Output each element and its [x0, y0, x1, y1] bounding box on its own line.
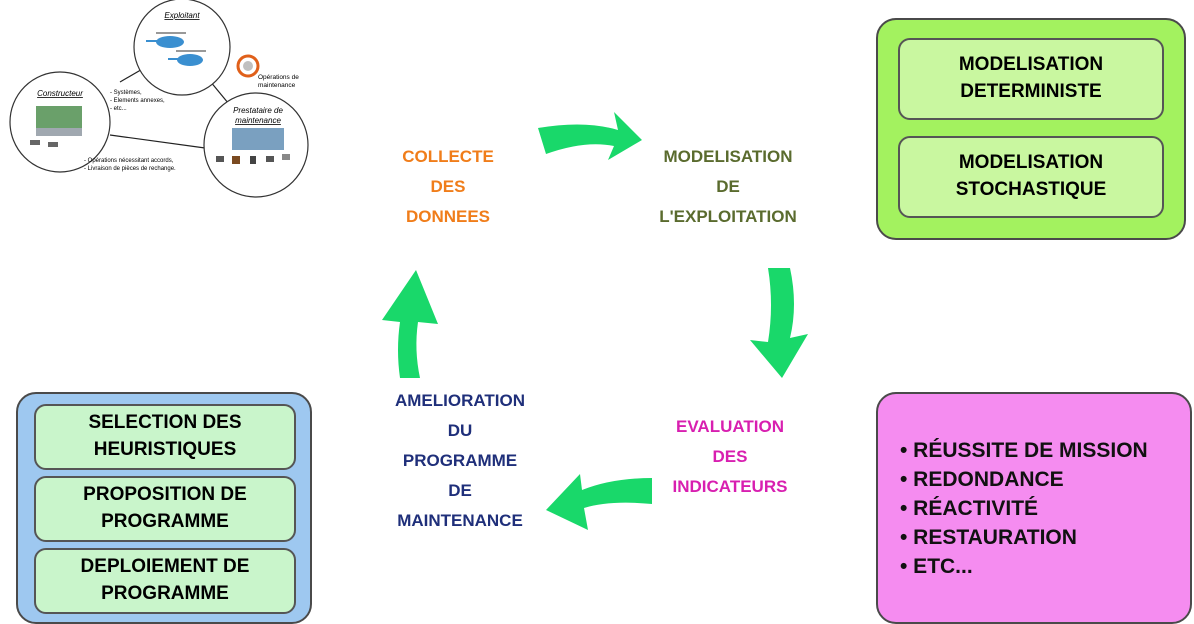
stage-modelisation-line2: DE [716, 177, 740, 196]
indicators-list: • RÉUSSITE DE MISSION • REDONDANCE • RÉA… [900, 436, 1148, 581]
stage-collecte-line2: DES [430, 177, 466, 196]
indicator-item: • RÉACTIVITÉ [900, 497, 1039, 520]
modelisation-stochastique-box: MODELISATION STOCHASTIQUE [898, 136, 1164, 218]
arrow-amelioration-to-collecte [382, 270, 438, 378]
stage-amelioration-line3: PROGRAMME [402, 451, 518, 470]
stage-collecte: COLLECTE DES DONNEES [378, 142, 518, 232]
operations-label-line1: Opérations de [258, 74, 299, 81]
factory-icon [30, 106, 82, 147]
stage-amelioration: AMELIORATION DU PROGRAMME DE MAINTENANCE [364, 386, 556, 536]
selection-line2: HEURISTIQUES [93, 439, 237, 460]
maintenance-wrench-icon [236, 54, 260, 78]
deterministe-line2: DETERMINISTE [960, 81, 1102, 102]
prestataire-label-line1: Prestataire de [233, 106, 283, 115]
link-note-2-line1: - Opérations nécessitant accords, [84, 158, 174, 164]
deterministe-line1: MODELISATION [958, 54, 1104, 76]
indicator-item: • RÉUSSITE DE MISSION [900, 439, 1148, 462]
deploiement-programme-box: DEPLOIEMENT DE PROGRAMME [34, 548, 296, 614]
stage-modelisation-line1: MODELISATION [663, 147, 793, 166]
constructeur-label: Constructeur [37, 89, 83, 98]
stage-amelioration-line1: AMELIORATION [394, 391, 525, 410]
stage-modelisation-line3: L'EXPLOITATION [659, 207, 797, 226]
exploitant-label: Exploitant [164, 11, 200, 20]
stage-evaluation: EVALUATION DES INDICATEURS [650, 412, 810, 502]
link-note-2-line2: - Livraison de pièces de rechange. [84, 166, 176, 172]
deploiement-line2: PROGRAMME [101, 583, 229, 604]
stage-evaluation-line2: DES [712, 447, 748, 466]
stage-evaluation-line3: INDICATEURS [672, 477, 788, 496]
hangar-icon [216, 128, 290, 164]
prestataire-label-line2: maintenance [235, 116, 281, 125]
proposition-line1: PROPOSITION DE [83, 484, 247, 506]
indicator-item: • REDONDANCE [900, 468, 1064, 491]
arrow-evaluation-to-amelioration [546, 474, 652, 530]
indicator-item: • ETC... [900, 555, 973, 578]
helicopter-icon [146, 32, 206, 66]
stage-evaluation-line1: EVALUATION [676, 417, 784, 436]
exploitant-circle [133, 0, 231, 96]
stochastique-line1: MODELISATION [958, 152, 1104, 174]
link-constructeur-prestataire [109, 134, 206, 149]
stage-collecte-line1: COLLECTE [402, 147, 494, 166]
selection-heuristiques-box: SELECTION DES HEURISTIQUES [34, 404, 296, 470]
link-note-1-line3: - etc... [110, 106, 127, 112]
stage-amelioration-line2: DU [447, 421, 473, 440]
deploiement-line1: DEPLOIEMENT DE [80, 556, 250, 578]
stochastique-line2: STOCHASTIQUE [955, 179, 1107, 200]
stage-modelisation: MODELISATION DE L'EXPLOITATION [630, 142, 826, 232]
link-note-1-line2: - Elements annexes, [110, 98, 165, 104]
proposition-line2: PROGRAMME [101, 511, 229, 532]
stage-amelioration-line5: MAINTENANCE [397, 511, 523, 530]
operations-label-line2: maintenance [258, 82, 296, 89]
stage-collecte-line3: DONNEES [405, 207, 491, 226]
indicators-panel: • RÉUSSITE DE MISSION • REDONDANCE • RÉA… [876, 392, 1192, 624]
modelisation-methods-panel: MODELISATION DETERMINISTE MODELISATION S… [876, 18, 1186, 240]
program-improvement-panel: SELECTION DES HEURISTIQUES PROPOSITION D… [16, 392, 312, 624]
link-note-1-line1: - Systèmes, [110, 90, 142, 96]
proposition-programme-box: PROPOSITION DE PROGRAMME [34, 476, 296, 542]
modelisation-deterministe-box: MODELISATION DETERMINISTE [898, 38, 1164, 120]
selection-line1: SELECTION DES [88, 412, 242, 434]
stakeholder-network-diagram: Exploitant Constructeur Prestataire de m… [9, 0, 309, 198]
arrow-modelisation-to-evaluation [750, 268, 808, 378]
indicator-item: • RESTAURATION [900, 526, 1077, 549]
arrow-collecte-to-modelisation [538, 112, 642, 160]
stage-amelioration-line4: DE [448, 481, 472, 500]
